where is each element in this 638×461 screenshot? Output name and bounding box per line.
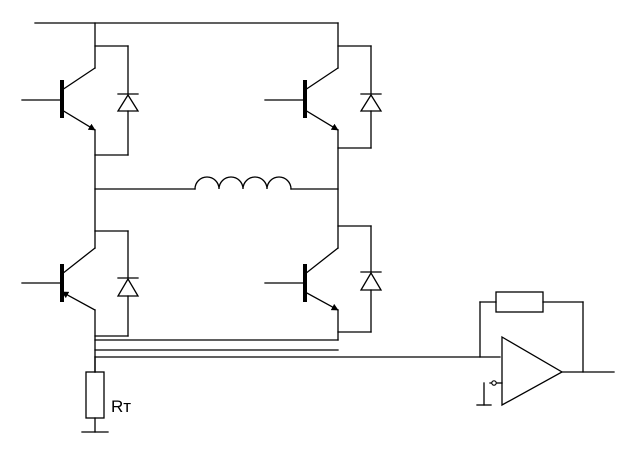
freewheel-diode-top-left: [94, 45, 140, 156]
transistor-bottom-left: [21, 247, 96, 311]
sense-resistor-label: Rт: [111, 397, 131, 416]
feedback-resistor: [479, 291, 584, 373]
sense-resistor: [81, 356, 109, 433]
transistor-top-left: [21, 67, 96, 131]
transistor-bottom-right: [264, 247, 339, 311]
freewheel-diode-bottom-left: [94, 230, 140, 337]
op-amp-ground-input: [476, 380, 503, 406]
freewheel-diode-bottom-right: [337, 225, 383, 333]
op-amp: [501, 335, 615, 407]
transistor-top-right: [264, 67, 339, 131]
freewheel-diode-top-right: [337, 45, 383, 149]
bottom-return-wires: [94, 339, 501, 358]
inductor-load: [94, 176, 339, 190]
